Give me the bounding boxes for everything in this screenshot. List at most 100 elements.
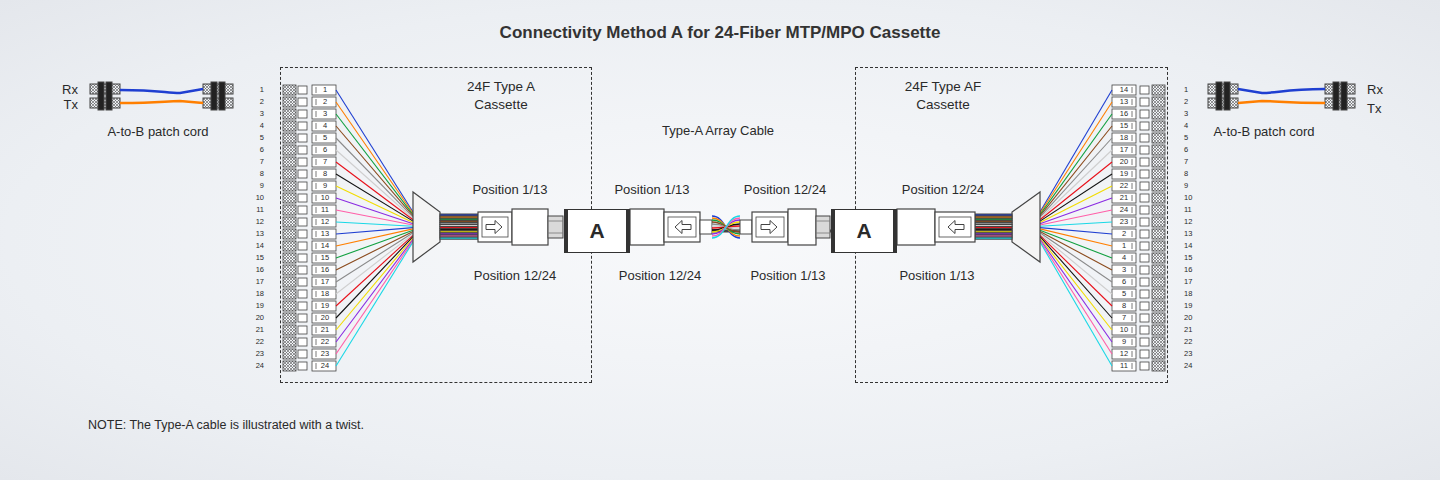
ferrule-line [548,221,563,233]
port-number: 17 [1184,278,1192,286]
port-adapter [283,193,296,203]
port-number: 5 [1184,134,1188,142]
port-adapter [283,253,296,263]
port-number: 24 [321,362,329,370]
port-adapter [283,157,296,167]
port-number: 4 [323,122,327,130]
port-number: 18 [1120,134,1128,142]
connector-tick [1132,159,1133,165]
port-number: 19 [321,302,329,310]
port-latch [298,110,307,118]
port-latch [1140,242,1149,250]
lc-connector [312,85,336,95]
port-adapter [1152,217,1165,227]
diagram-title: Connectivity Method A for 24-Fiber MTP/M… [500,24,941,41]
lc-connector [312,325,336,335]
port-adapter [283,121,296,131]
connector-tick [1132,207,1133,213]
port-latch [1140,98,1149,106]
fiber [336,198,413,224]
lc-duplex [203,98,233,108]
port-number: 20 [256,314,264,322]
port-number: 19 [256,302,264,310]
lc-connector [1112,229,1136,239]
lc-connector [312,265,336,275]
port-adapter [283,97,296,107]
fiber [1040,102,1112,213]
lc-connector [1112,85,1136,95]
port-number: 12 [256,218,264,226]
connector-tick [316,183,317,189]
connector-tick [1132,135,1133,141]
fiber [336,174,413,221]
connector-tick [316,219,317,225]
connector-tick [1132,219,1133,225]
port-latch [1140,206,1149,214]
port-number: 20 [1120,158,1128,166]
mtp-adapter: A [564,209,630,253]
lc-connector [312,157,336,167]
port-number: 6 [1122,278,1126,286]
duplex-clip [106,82,112,110]
port-latch [1140,266,1149,274]
fiber [336,114,413,215]
connector-tick [1132,291,1133,297]
port-number: 16 [1184,266,1192,274]
plug-boot-inner [756,217,784,237]
port-adapter [1152,349,1165,359]
port-latch [1140,230,1149,238]
plug-ferrule [548,216,563,238]
port-latch [298,158,307,166]
connector-tick [1132,255,1133,261]
port-number: 17 [256,278,264,286]
connector-tick [1132,339,1133,345]
port-latch [298,350,307,358]
lc-connector [312,169,336,179]
connector-tick [1132,243,1133,249]
port-latch [298,122,307,130]
port-latch [298,230,307,238]
port-number: 3 [323,110,327,118]
port-number: 24 [1120,206,1128,214]
lc-connector [1112,181,1136,191]
port-number: 1 [323,86,327,94]
cassette-title: 24F Type AF Cassette [893,78,993,114]
fiber [336,242,413,366]
connector-tick [316,351,317,357]
port-adapter [1152,289,1165,299]
port-latch [1140,326,1149,334]
port-adapter [1152,109,1165,119]
position-label: Position 12/24 [902,183,984,196]
connector-tick [316,291,317,297]
lc-connector [312,205,336,215]
port-number: 5 [1122,290,1126,298]
port-latch [1140,158,1149,166]
fiber [336,138,413,217]
direction-arrow [948,221,964,234]
port-adapter [283,277,296,287]
port-number: 9 [260,182,264,190]
lc-connector [312,301,336,311]
connector-tick [316,111,317,117]
port-adapter [1152,145,1165,155]
port-number: 11 [256,206,264,214]
fiber [336,150,413,219]
connector-tick [316,135,317,141]
port-number: 10 [321,194,329,202]
port-adapter [1152,325,1165,335]
port-number: 3 [260,110,264,118]
lc-connector [312,109,336,119]
port-number: 11 [1120,362,1128,370]
duplex-clip [1216,82,1222,110]
connector-tick [316,123,317,129]
mtp-adapter: A [831,209,897,253]
port-latch [1140,122,1149,130]
lc-connector [1112,277,1136,287]
connector-tick [316,231,317,237]
port-adapter [283,85,296,95]
port-number: 2 [323,98,327,106]
port-latch [298,338,307,346]
port-number: 19 [1120,170,1128,178]
plug-boot-inner [939,217,971,237]
lc-connector [312,253,336,263]
